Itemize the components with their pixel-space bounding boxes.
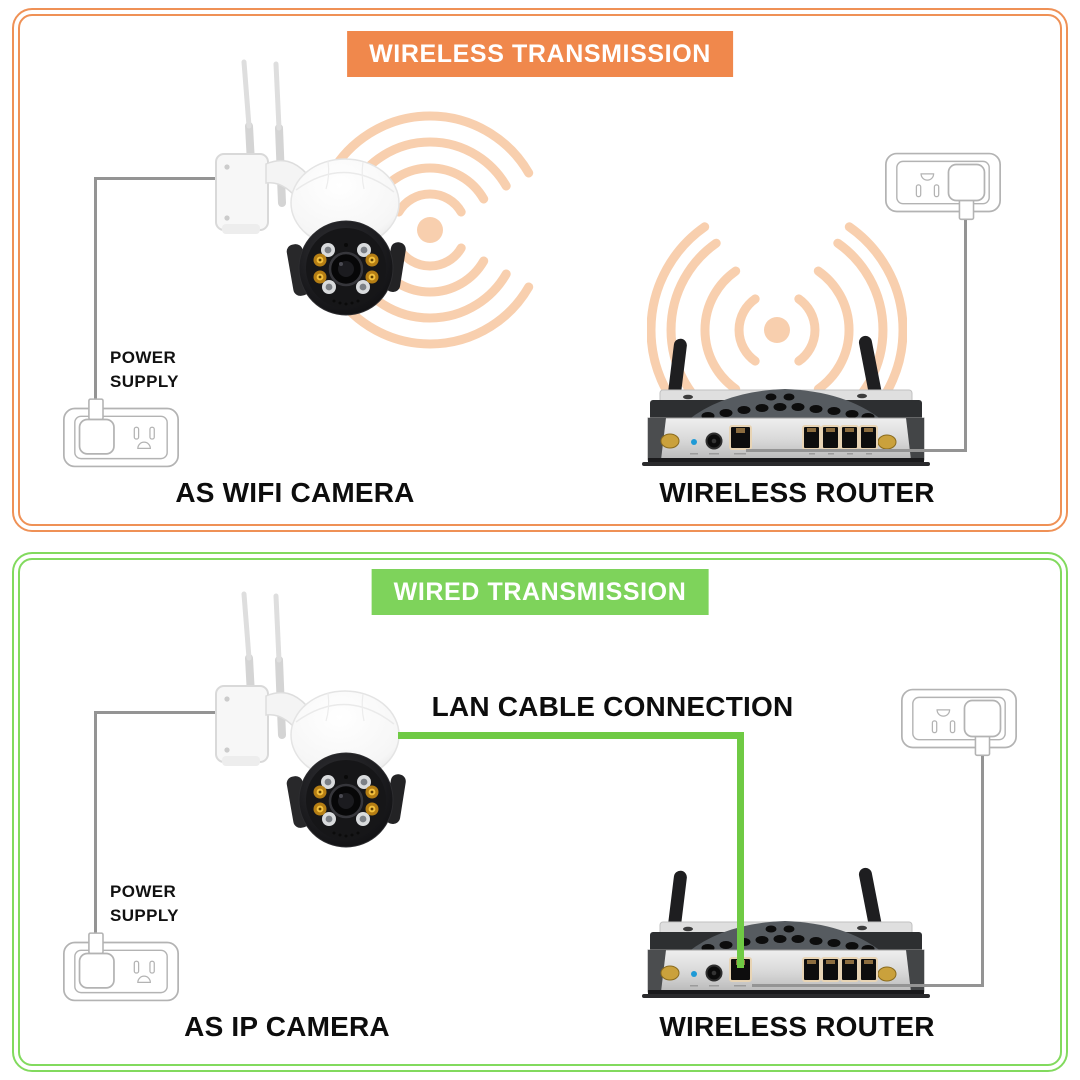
router-label: WIRELESS ROUTER <box>659 477 935 508</box>
power-outlet-icon <box>901 688 1017 757</box>
camera-label: AS WIFI CAMERA <box>175 477 415 508</box>
lan-cable <box>398 732 744 739</box>
router-label: WIRELESS ROUTER <box>659 1011 935 1042</box>
camera-power-cable <box>94 711 97 951</box>
camera-label: AS IP CAMERA <box>184 1011 390 1042</box>
wired-transmission-banner: WIRED TRANSMISSION <box>371 569 709 615</box>
router-power-cable <box>964 220 967 452</box>
power-supply-label: POWER SUPPLY <box>110 348 179 391</box>
panel-wireless-transmission <box>12 8 1068 532</box>
wireless-transmission-banner: WIRELESS TRANSMISSION <box>347 31 733 77</box>
power-supply-label: POWER SUPPLY <box>110 882 179 925</box>
camera-power-cable <box>94 177 218 180</box>
power-outlet-icon <box>63 932 179 1002</box>
router-power-cable <box>981 756 984 987</box>
power-outlet-icon <box>885 152 1001 221</box>
power-outlet-icon <box>63 398 179 468</box>
camera-power-cable <box>94 177 97 415</box>
lan-cable <box>737 732 744 968</box>
ip-camera-image <box>210 580 410 850</box>
wireless-router-image <box>641 865 931 999</box>
panel-wired-transmission <box>12 552 1068 1072</box>
router-power-cable <box>752 984 984 987</box>
wifi-camera-image <box>210 48 410 318</box>
router-power-cable <box>746 449 967 452</box>
camera-power-cable <box>94 711 218 714</box>
lan-cable-label: LAN CABLE CONNECTION <box>431 691 794 722</box>
